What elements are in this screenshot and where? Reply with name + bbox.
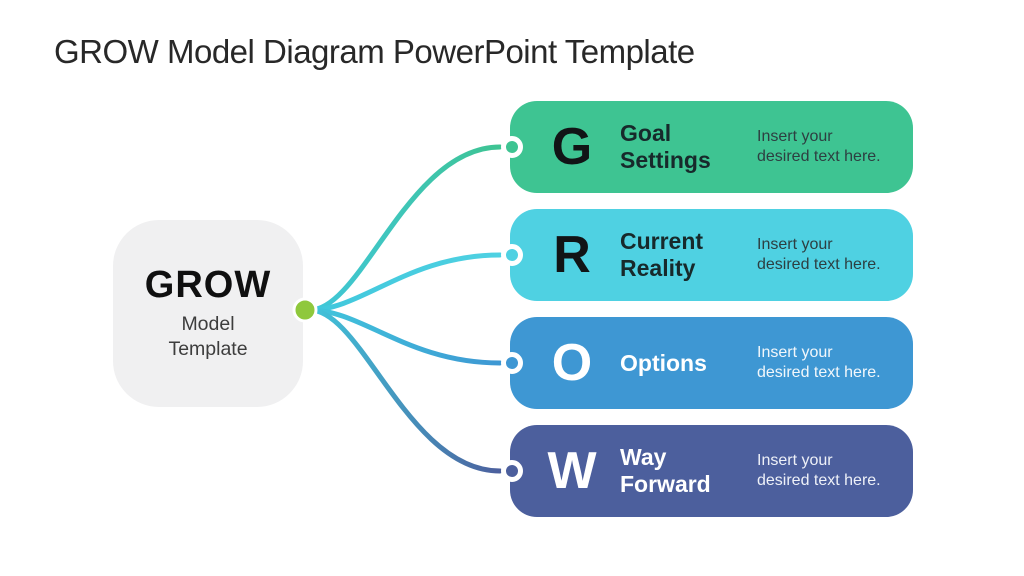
grow-subtitle: Model Template [168,312,248,360]
row-description-way-forward: Insert your desired text here. [757,451,881,489]
card-current-reality: R Current Reality Insert your desired te… [510,209,913,301]
grow-center-box: GROW Model Template [113,220,303,407]
letter-badge-g: G [551,118,593,176]
row-description-goal-settings: Insert your desired text here. [757,127,881,165]
connector-curve-options [307,307,503,366]
card-goal-settings: G Goal Settings Insert your desired text… [510,101,913,193]
letter-badge-o: O [551,334,593,392]
card-way-forward: W Way Forward Insert your desired text h… [510,425,913,517]
row-title-options: Options [620,349,707,376]
row-description-options: Insert your desired text here. [757,343,881,381]
grow-acronym: GROW [144,263,272,306]
card-options: O Options Insert your desired text here. [510,317,913,409]
connector-curve-goal-settings [307,144,503,313]
letter-badge-r: R [553,226,591,284]
row-description-current-reality: Insert your desired text here. [757,235,881,273]
row-title-way-forward: Way Forward [620,444,711,497]
page-title: GROW Model Diagram PowerPoint Template [54,33,695,70]
connector-curve-current-reality [307,252,503,313]
row-title-current-reality: Current Reality [620,228,704,281]
connector-curve-way-forward [307,307,503,474]
row-title-goal-settings: Goal Settings [620,120,711,173]
letter-badge-w: W [547,442,597,500]
